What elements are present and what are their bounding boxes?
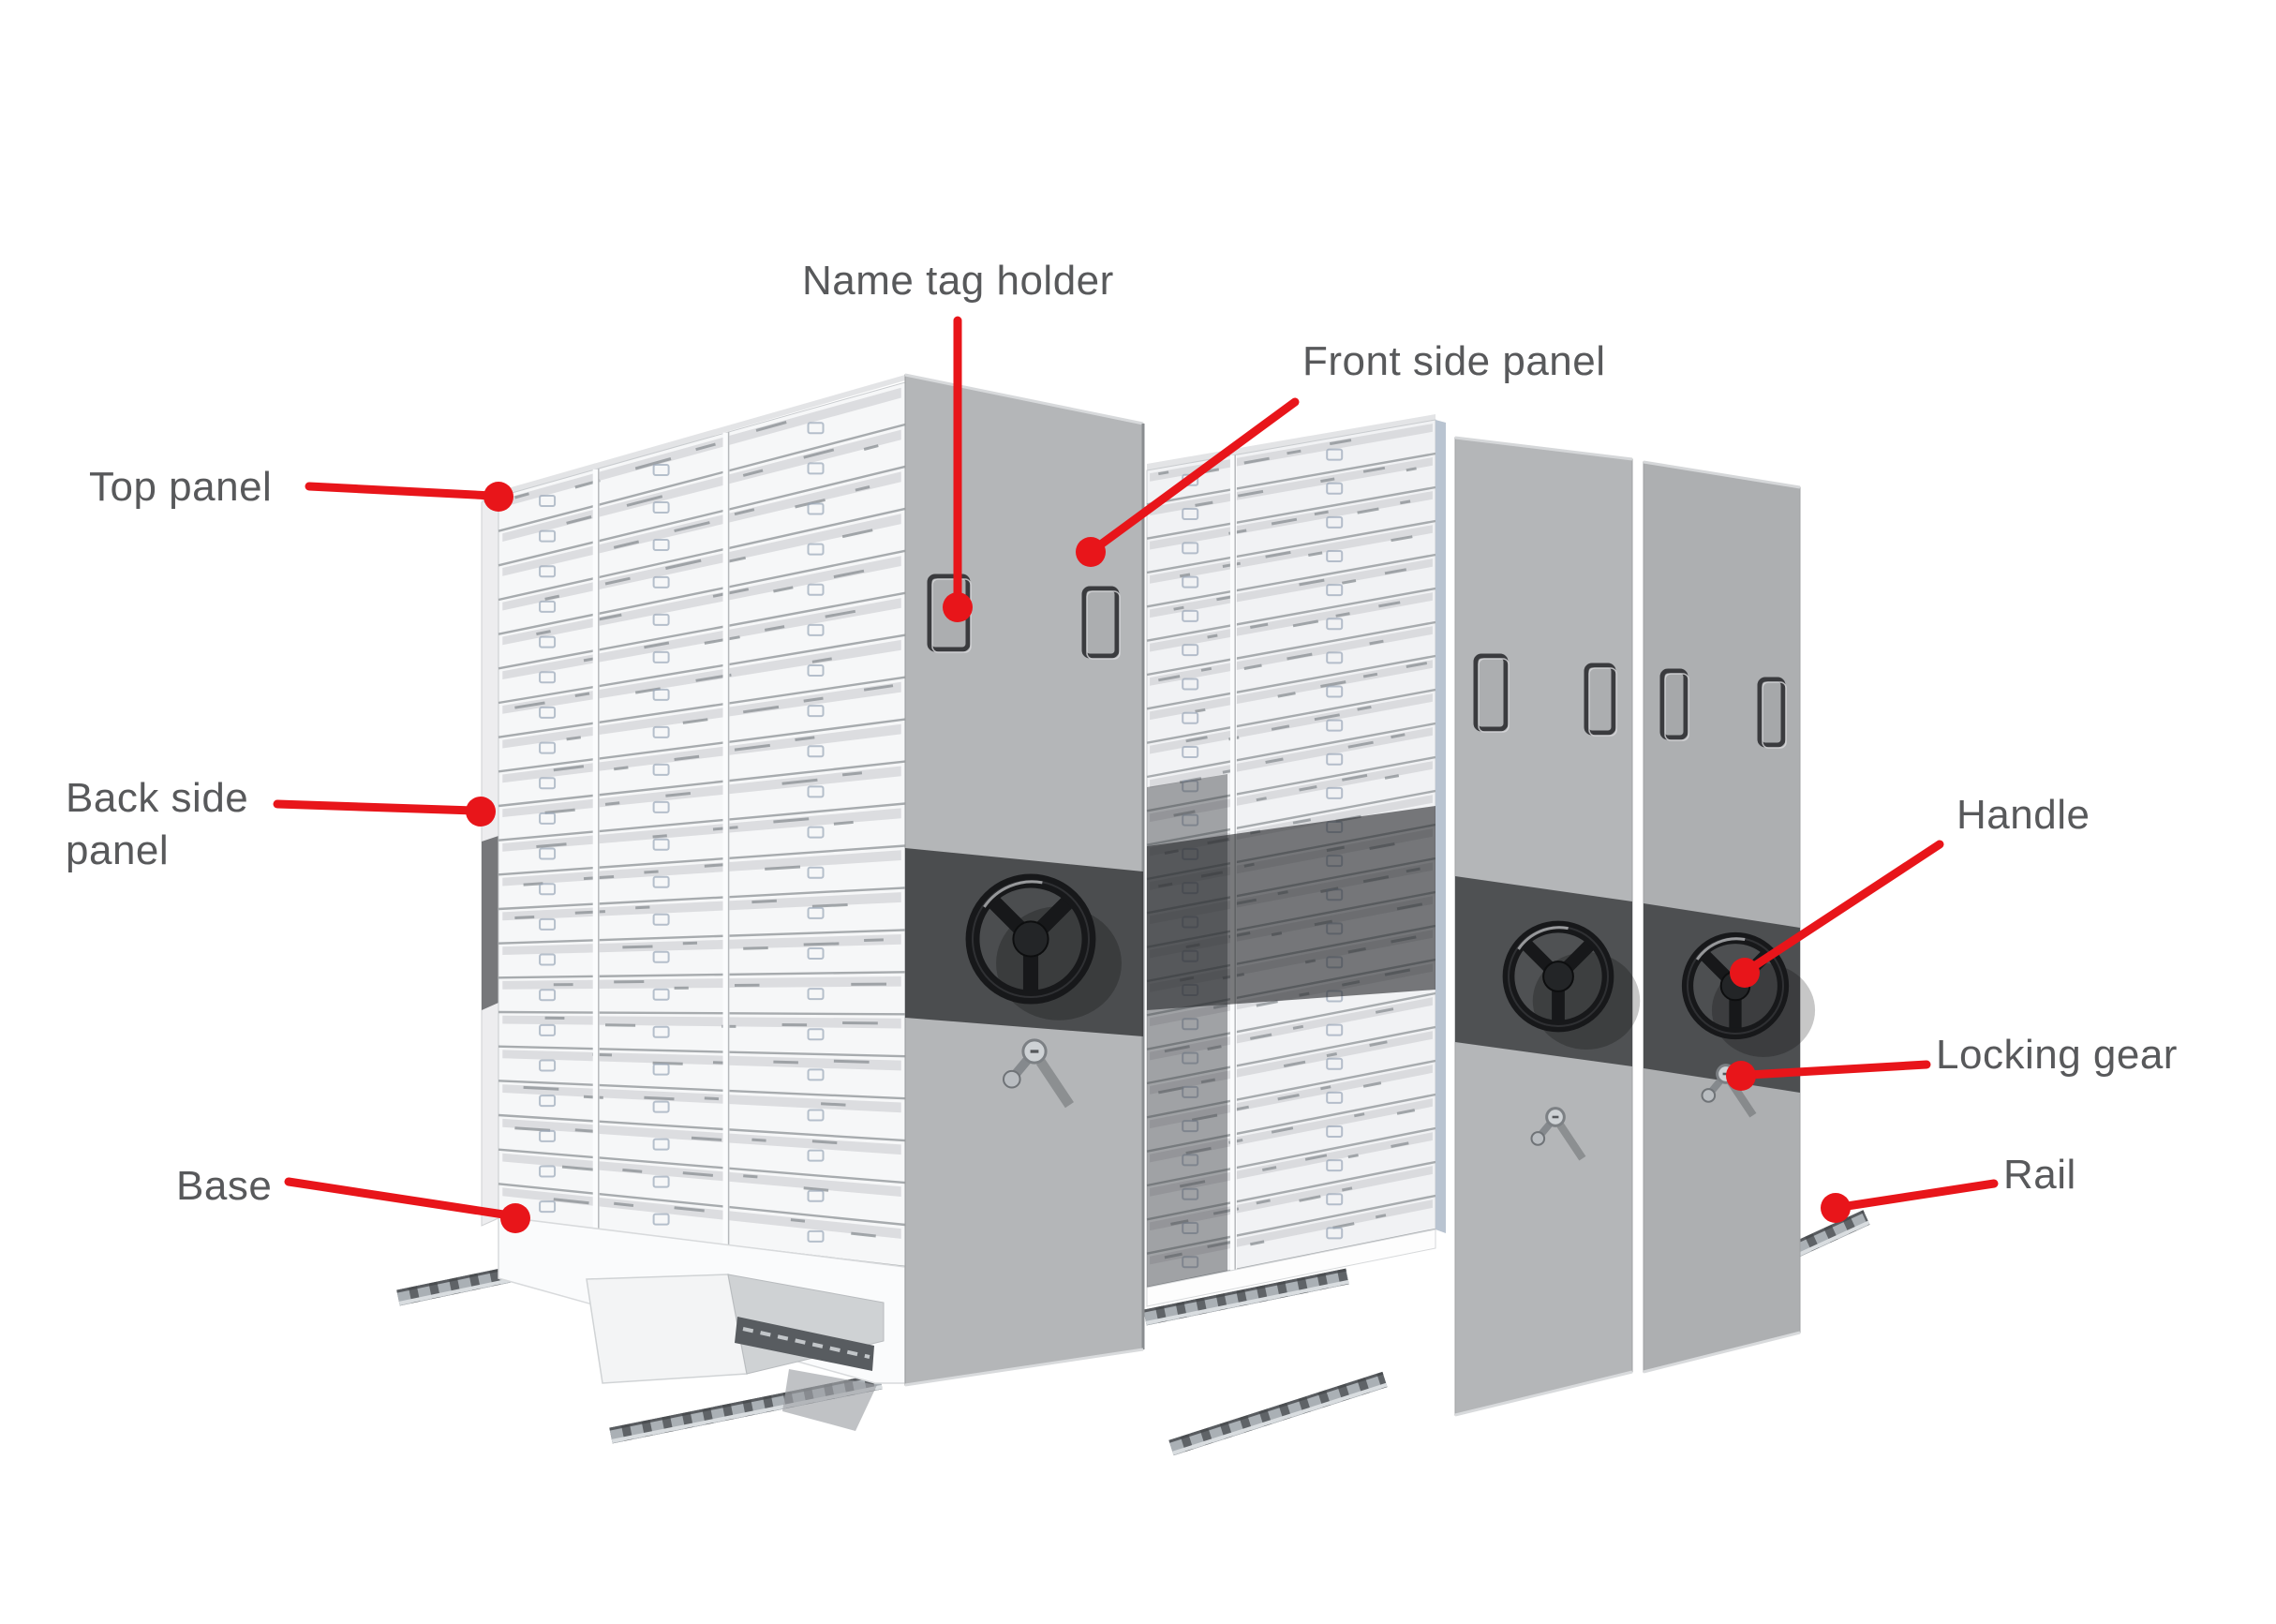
leader-rail: [1821, 1179, 1999, 1223]
label-name-tag-holder: Name tag holder: [802, 258, 1114, 304]
name-tag-holder: [1473, 653, 1510, 733]
unit-left-bank: [481, 373, 1145, 1431]
leader-base-dot: [500, 1203, 530, 1233]
top-panel-edge: [482, 375, 905, 502]
panel-bottom-edge: [1643, 1331, 1801, 1374]
leader-top-panel-line: [305, 482, 497, 500]
leader-locking-gear-line: [1744, 1060, 1931, 1080]
panel-bottom-edge: [904, 1348, 1144, 1387]
label-base: Base: [176, 1163, 273, 1209]
name-tag-holder: [1081, 586, 1121, 660]
label-back-side-panel: Back side panel: [66, 772, 248, 877]
leader-front-side-panel-line: [1090, 397, 1300, 554]
panel-top-edge: [1643, 460, 1801, 489]
leader-back-side-panel-dot: [466, 797, 496, 827]
leader-back-side-panel-line: [273, 799, 479, 815]
leader-top-panel: [305, 482, 513, 512]
label-back-side-panel-line1: Back side: [66, 775, 249, 821]
label-top-panel: Top panel: [89, 464, 273, 510]
rail-segment: [1168, 1371, 1388, 1456]
locking-gear-key: [1530, 1107, 1586, 1161]
unit-right-c: [1454, 436, 1641, 1417]
leader-locking-gear: [1726, 1060, 1931, 1091]
label-back-side-panel-line2: panel: [66, 827, 170, 873]
panel-bottom-edge: [1454, 1370, 1633, 1417]
label-rail: Rail: [2003, 1152, 2076, 1198]
leader-base: [284, 1177, 530, 1233]
base-middle: [1146, 1229, 1436, 1307]
open-drawer: [586, 1274, 885, 1431]
label-handle: Handle: [1956, 792, 2090, 838]
leader-rail-line: [1837, 1179, 1999, 1212]
leader-top-panel-dot: [483, 482, 513, 512]
panel-top-edge: [1454, 436, 1633, 461]
leader-annotations: [273, 316, 1999, 1233]
name-tag-holder: [1757, 677, 1787, 749]
leader-handle-dot: [1730, 958, 1760, 988]
name-tag-holder: [1659, 668, 1689, 741]
name-tag-holder: [1584, 663, 1617, 737]
unit-right-d: [1643, 460, 1816, 1374]
leader-name-tag-holder-dot: [943, 592, 973, 622]
locking-gear-key: [1003, 1038, 1074, 1109]
front-side-panel: [904, 373, 1145, 1387]
drawer-rows: [498, 381, 906, 1269]
handle-wheel: [965, 873, 1122, 1021]
leader-front-side-panel-dot: [1076, 537, 1106, 567]
label-locking-gear: Locking gear: [1936, 1032, 2178, 1078]
label-front-side-panel: Front side panel: [1302, 338, 1606, 384]
leader-base-line: [284, 1177, 514, 1220]
shadow-band-middle: [1147, 806, 1436, 1010]
drawer-front: [586, 1274, 748, 1384]
handle-wheel: [1502, 920, 1641, 1050]
leader-name-tag-holder: [943, 316, 973, 622]
leader-handle-line: [1744, 840, 1944, 975]
unit-middle-bank: [1146, 414, 1446, 1307]
panel-top-edge: [904, 373, 1144, 425]
leader-front-side-panel: [1076, 397, 1300, 567]
leader-rail-dot: [1821, 1193, 1851, 1223]
leader-locking-gear-dot: [1726, 1061, 1756, 1091]
end-strip: [1436, 420, 1446, 1233]
rail-segment: [1793, 1210, 1870, 1257]
rail-segment: [1143, 1268, 1349, 1326]
leader-back-side-panel: [273, 797, 496, 827]
leader-handle: [1730, 840, 1944, 988]
back-side-panel-patch: [482, 836, 498, 1010]
drawer-floor-shadow: [782, 1369, 877, 1431]
